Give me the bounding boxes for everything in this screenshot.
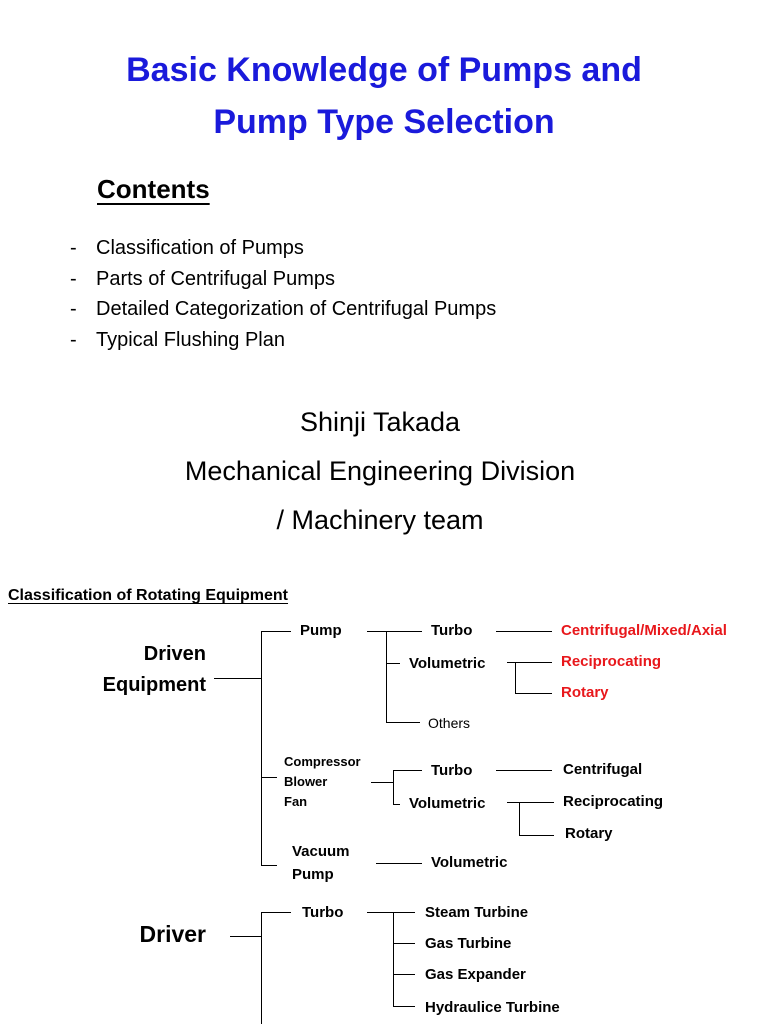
toc-dash: - — [70, 268, 77, 290]
connector — [515, 662, 516, 693]
connector — [371, 782, 393, 783]
driver-turbo-label: Turbo — [302, 904, 344, 921]
compressor-volumetric-label: Volumetric — [409, 795, 486, 812]
author-division: Mechanical Engineering Division — [184, 456, 576, 486]
connector — [261, 631, 291, 632]
toc-dash: - — [70, 237, 77, 259]
fan-label: Fan — [284, 794, 308, 809]
pump-label: Pump — [300, 622, 342, 639]
connector — [376, 863, 422, 864]
toc-dash: - — [70, 329, 77, 351]
connector — [214, 678, 261, 679]
toc-item-label: Parts of Centrifugal Pumps — [96, 268, 335, 290]
toc-item-label: Typical Flushing Plan — [96, 329, 285, 351]
steam-turbine-label: Steam Turbine — [425, 904, 529, 921]
pump-others-label: Others — [428, 715, 471, 731]
driver-label: Driver — [139, 921, 206, 947]
connector — [519, 835, 554, 836]
connector — [393, 912, 394, 1006]
connector — [261, 865, 277, 866]
compressor-turbo-label: Turbo — [431, 762, 473, 779]
connector — [393, 1006, 415, 1007]
toc-item: -Detailed Categorization of Centrifugal … — [70, 297, 496, 321]
blower-label: Blower — [284, 774, 328, 789]
toc-item-label: Detailed Categorization of Centrifugal P… — [96, 298, 497, 320]
connector — [386, 722, 420, 723]
hydraulic-turbine-label: Hydraulice Turbine — [425, 999, 560, 1016]
vacuum-label-line-2: Pump — [292, 866, 334, 883]
toc-item: -Classification of Pumps — [70, 236, 304, 260]
vacuum-label-line-1: Vacuum — [292, 843, 350, 860]
author-name: Shinji Takada — [299, 407, 461, 437]
driven-equipment-label-line-2: Equipment — [102, 674, 206, 696]
contents-heading: Contents — [97, 174, 210, 204]
connector — [393, 943, 415, 944]
connector — [515, 693, 552, 694]
centrifugal-mixed-axial-label: Centrifugal/Mixed/Axial — [561, 622, 727, 639]
compressor-rotary-label: Rotary — [565, 825, 613, 842]
vacuum-volumetric-label: Volumetric — [431, 854, 508, 871]
pump-reciprocating-label: Reciprocating — [561, 653, 662, 670]
toc-dash: - — [70, 298, 77, 320]
connector — [496, 631, 552, 632]
connector — [496, 770, 552, 771]
connector — [393, 974, 415, 975]
connector — [367, 912, 415, 913]
compressor-centrifugal-label: Centrifugal — [563, 761, 643, 778]
connector — [519, 802, 520, 835]
pump-turbo-label: Turbo — [431, 622, 473, 639]
connector — [230, 936, 261, 937]
toc-item-label: Classification of Pumps — [96, 237, 304, 259]
page-title-line-1: Basic Knowledge of Pumps and — [126, 51, 642, 89]
gas-turbine-label: Gas Turbine — [425, 935, 512, 952]
connector — [507, 802, 554, 803]
pump-rotary-label: Rotary — [561, 684, 609, 701]
pump-volumetric-label: Volumetric — [409, 655, 486, 672]
connector — [261, 912, 291, 913]
driven-equipment-label-line-1: Driven — [143, 643, 206, 665]
toc-item: -Typical Flushing Plan — [70, 328, 285, 352]
toc-item: -Parts of Centrifugal Pumps — [70, 267, 335, 291]
connector — [386, 631, 387, 722]
gas-expander-label: Gas Expander — [425, 966, 526, 983]
compressor-reciprocating-label: Reciprocating — [563, 793, 664, 810]
connector — [393, 804, 400, 805]
compressor-label: Compressor — [284, 754, 361, 769]
author-team: / Machinery team — [276, 505, 484, 535]
connector — [261, 912, 262, 1024]
connector — [386, 663, 400, 664]
connector — [261, 631, 262, 865]
connector — [507, 662, 552, 663]
connector — [393, 770, 422, 771]
diagram-title: Classification of Rotating Equipment — [8, 587, 289, 604]
connector — [367, 631, 422, 632]
connector — [261, 777, 277, 778]
page-title-line-2: Pump Type Selection — [213, 103, 555, 141]
connector — [393, 770, 394, 804]
